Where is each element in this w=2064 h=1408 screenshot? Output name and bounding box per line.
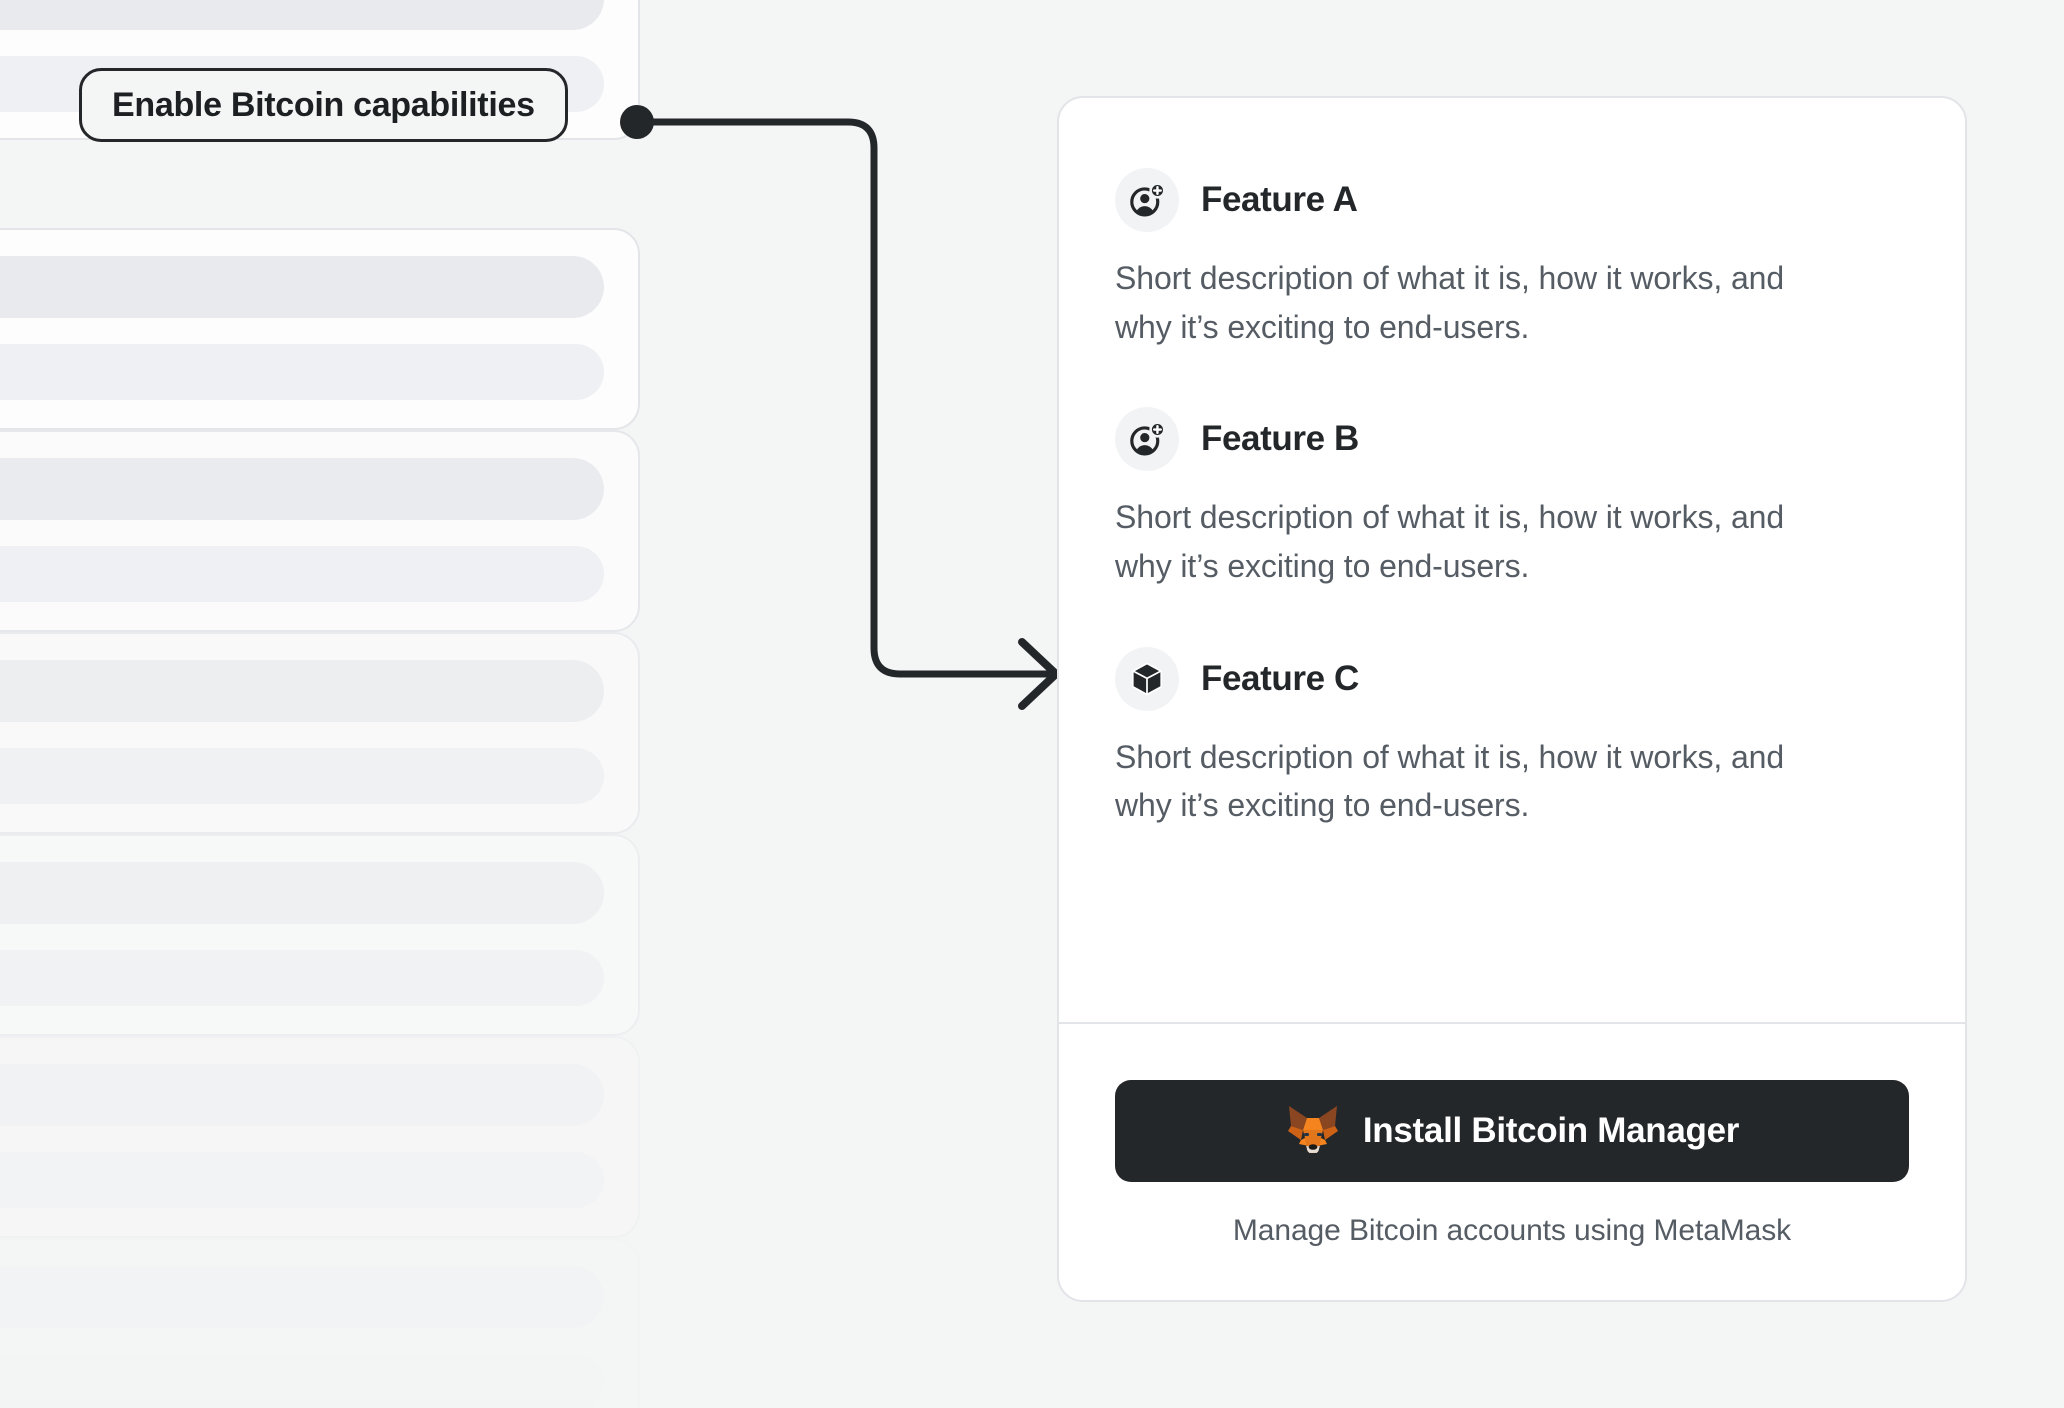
skeleton-bar [0, 1064, 604, 1126]
feature-icon-badge [1115, 646, 1179, 711]
background-skeleton-list [0, 0, 660, 1408]
feature-icon-badge [1115, 407, 1179, 472]
skeleton-bar [0, 1266, 604, 1328]
feature-icon-badge [1115, 168, 1179, 232]
card-footer: Install Bitcoin Manager Manage Bitcoin a… [1059, 1024, 1965, 1300]
cube-icon [1131, 662, 1163, 695]
feature-title: Feature A [1201, 180, 1358, 219]
install-button-label: Install Bitcoin Manager [1362, 1111, 1740, 1150]
add-account-icon [1130, 421, 1166, 456]
add-account-icon [1130, 182, 1166, 217]
feature-header: Feature A [1115, 168, 1909, 232]
skeleton-bar [0, 458, 604, 520]
feature-list: Feature A Short description of what it is… [1059, 98, 1965, 1022]
callout-label: Enable Bitcoin capabilities [112, 85, 535, 124]
skeleton-card [0, 1238, 640, 1408]
feature-title: Feature B [1201, 419, 1359, 459]
skeleton-card [0, 228, 640, 430]
skeleton-bar [0, 660, 604, 722]
install-bitcoin-manager-button[interactable]: Install Bitcoin Manager [1115, 1080, 1909, 1182]
metamask-fox-icon [1285, 1104, 1341, 1159]
skeleton-bar [0, 344, 604, 400]
feature-header: Feature B [1115, 407, 1909, 472]
callout-pill: Enable Bitcoin capabilities [79, 68, 568, 142]
skeleton-card [0, 632, 640, 834]
skeleton-bar [0, 748, 604, 804]
feature-header: Feature C [1115, 646, 1909, 711]
skeleton-card [0, 834, 640, 1036]
skeleton-card [0, 430, 640, 632]
feature-description: Short description of what it is, how it … [1115, 738, 1785, 824]
skeleton-card [0, 1036, 640, 1238]
feature-item: Feature B Short description of what it is… [1115, 407, 1909, 590]
card-divider [1059, 1022, 1965, 1024]
feature-description: Short description of what it is, how it … [1115, 260, 1785, 345]
skeleton-bar [0, 1152, 604, 1208]
skeleton-bar [0, 256, 604, 318]
feature-card: Feature A Short description of what it is… [1057, 96, 1967, 1302]
connector-arrowhead [1018, 638, 1060, 710]
feature-description: Short description of what it is, how it … [1115, 499, 1785, 584]
feature-title: Feature C [1201, 658, 1359, 698]
skeleton-bar [0, 950, 604, 1006]
feature-item: Feature C Short description of what it is… [1115, 646, 1909, 830]
footer-note: Manage Bitcoin accounts using MetaMask [1232, 1214, 1792, 1247]
skeleton-bar [0, 862, 604, 924]
skeleton-bar [0, 0, 604, 30]
skeleton-bar [0, 546, 604, 602]
feature-item: Feature A Short description of what it is… [1115, 168, 1909, 351]
skeleton-bar [0, 1354, 604, 1408]
